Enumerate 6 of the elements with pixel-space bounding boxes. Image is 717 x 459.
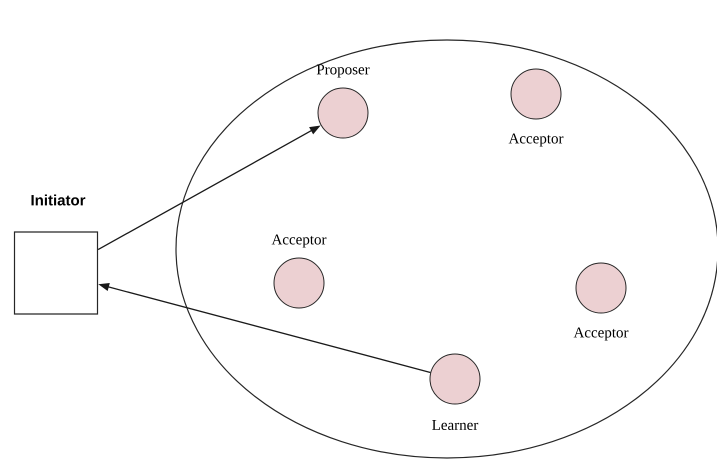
box-label: Initiator <box>32 194 86 206</box>
node-label: Proposer <box>316 64 370 78</box>
node-label: Acceptor <box>508 133 564 147</box>
node-label: Acceptor <box>574 327 628 341</box>
node-label: Learner <box>432 420 478 430</box>
node-label: Acceptor <box>272 234 326 248</box>
